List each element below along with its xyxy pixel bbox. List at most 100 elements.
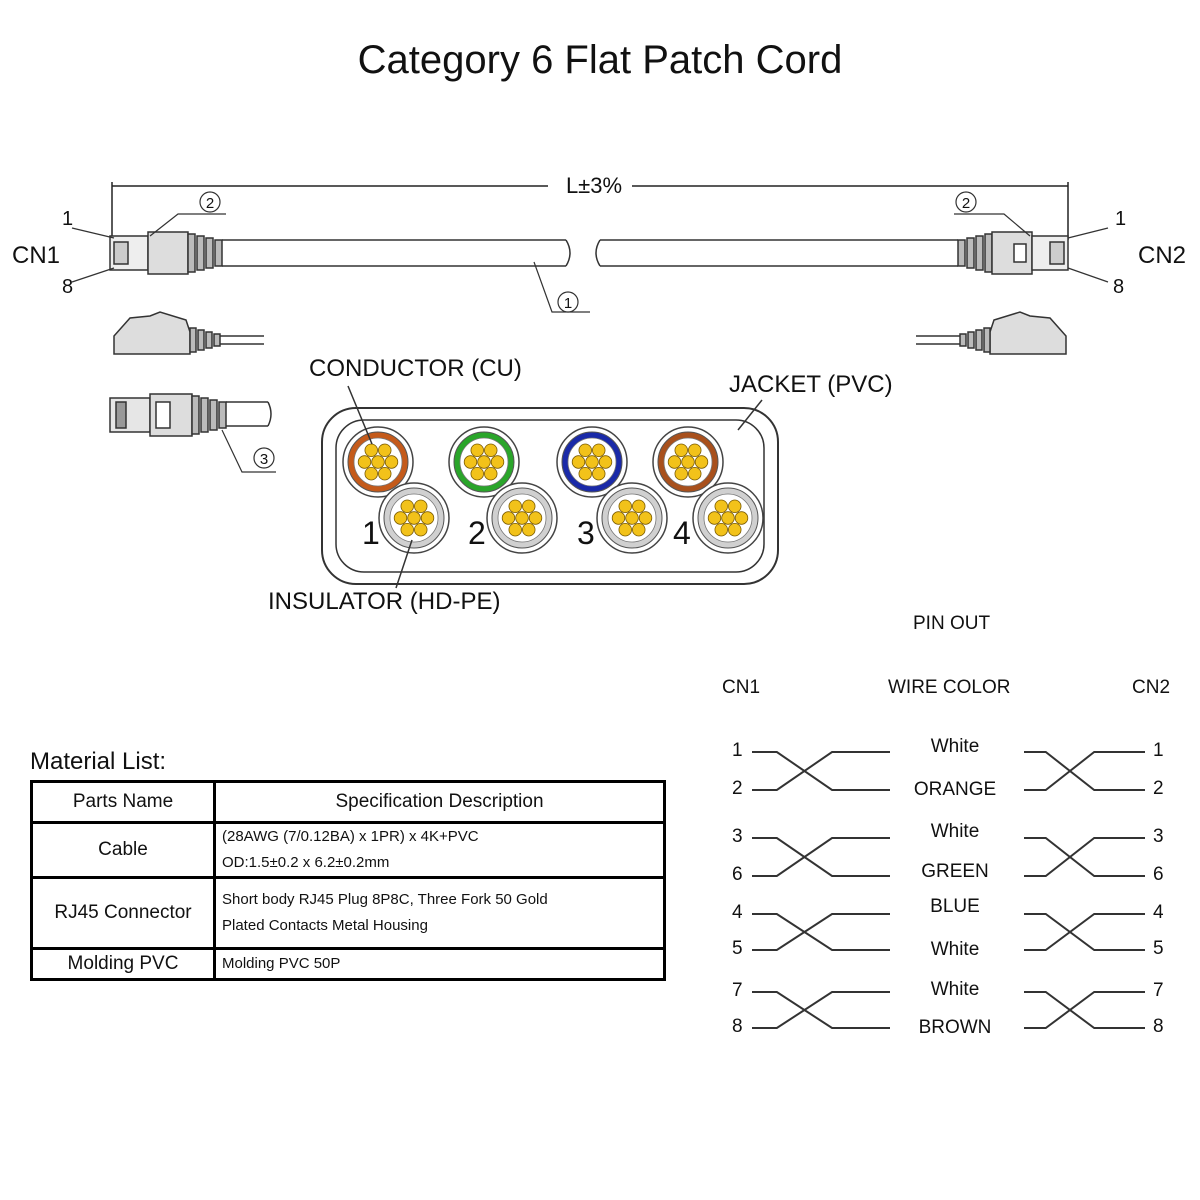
cn1-pin-label: 8 [732,1016,743,1037]
wire-color-label: White [930,939,980,960]
spec-cable: (28AWG (7/0.12BA) x 1PR) x 4K+PVC OD:1.5… [213,821,666,879]
cn2-pin-label: 7 [1153,980,1164,1001]
cn2-pin-label: 2 [1153,778,1164,799]
table-row: Cable (28AWG (7/0.12BA) x 1PR) x 4K+PVC … [30,821,666,879]
wire-color-label: BROWN [918,1017,992,1038]
callout-circles [199,191,977,469]
pinout-wire-cn1-3-1 [752,991,890,1029]
material-list-title: Material List: [30,748,167,775]
wire-color-label: BLUE [930,896,980,917]
pinout-wire-cn1-0-1 [752,751,890,791]
spec-connector: Short body RJ45 Plug 8P8C, Three Fork 50… [213,876,666,950]
wire-white-1 [378,482,450,554]
cross-section-leaders [347,385,763,589]
length-dimension [111,182,1069,240]
pinout-wire-cn2-1-0 [1024,837,1145,877]
pinout-wire-cn2-3-1 [1024,991,1145,1029]
jacket-label: JACKET (PVC) [729,371,893,398]
cn2-pin-label: 3 [1153,826,1164,847]
cn2-pin-label: 6 [1153,864,1164,885]
wire-color-label: ORANGE [913,779,997,800]
pair-number-1: 1 [362,515,380,551]
wire-white-4 [692,482,764,554]
header-specification: Specification Description [213,780,666,824]
cn1-pin-1-label: 1 [62,208,74,230]
cn2-pin-8-label: 8 [1113,276,1125,298]
spec-line: Plated Contacts Metal Housing [222,917,428,934]
cn2-pin-label: 5 [1153,938,1164,959]
cn2-pin-label: 1 [1153,740,1164,761]
cn2-label: CN2 [1138,242,1187,269]
callout-2-right: 2 [962,195,970,212]
spec-line: (28AWG (7/0.12BA) x 1PR) x 4K+PVC [222,828,479,845]
leader-lines [71,213,1109,473]
part-name-molding: Molding PVC [30,947,216,981]
cn1-pin-8-label: 8 [62,276,74,298]
wire-color-label: White [930,979,980,1000]
pinout-col-cn2: CN2 [1132,677,1171,698]
connector-top-view [109,393,272,437]
wire-cross-section [342,426,764,554]
cn2-pin-label: 8 [1153,1016,1164,1037]
part-name-connector: RJ45 Connector [30,876,216,950]
wire-blue [556,426,628,498]
wire-color-label: White [930,821,980,842]
cn1-pin-label: 4 [732,902,743,923]
callout-3: 3 [260,451,268,468]
wire-white-3 [596,482,668,554]
pinout-wire-cn2-0-0 [1024,751,1145,791]
cn2-pin-1-label: 1 [1115,208,1127,230]
material-table-header: Parts Name Specification Description [30,780,666,824]
connector-side-view-left [113,311,264,355]
pinout-wire-cn2-2-1 [1024,913,1145,951]
pair-number-3: 3 [577,515,595,551]
spec-molding: Molding PVC 50P [213,947,666,981]
callout-1: 1 [564,295,572,312]
pinout-wire-cn1-1-0 [752,837,890,877]
cn1-pin-label: 6 [732,864,743,885]
conductor-label: CONDUCTOR (CU) [309,355,522,382]
pinout-wire-cn2-1-1 [1024,837,1145,877]
cn1-pin-label: 7 [732,980,743,1001]
wire-brown [652,426,724,498]
insulator-label: INSULATOR (HD-PE) [268,588,501,615]
connector-side-view-right [916,311,1067,355]
material-table: Parts Name Specification Description Cab… [30,780,666,981]
cable-left [109,231,571,275]
pinout-wire-cn1-2-1 [752,913,890,951]
cn1-pin-label: 5 [732,938,743,959]
table-row: Molding PVC Molding PVC 50P [30,947,666,981]
spec-line: OD:1.5±0.2 x 6.2±0.2mm [222,854,390,871]
pinout-wire-cn2-3-0 [1024,991,1145,1029]
wire-color-label: GREEN [921,861,989,882]
header-parts-name: Parts Name [30,780,216,824]
cn1-pin-label: 1 [732,740,743,761]
length-label: L±3% [566,173,622,198]
pinout-col-wire-color: WIRE COLOR [888,677,1011,698]
pinout-wire-cn1-3-0 [752,991,890,1029]
callout-2-left: 2 [206,195,214,212]
pinout-wire-cn1-0-0 [752,751,890,791]
pinout-wire-cn1-1-1 [752,837,890,877]
wire-orange [342,426,414,498]
wire-green [448,426,520,498]
wire-white-2 [486,482,558,554]
pinout-wire-cn1-2-0 [752,913,890,951]
wire-color-label: White [930,736,980,757]
pinout-col-cn1: CN1 [722,677,761,698]
table-row: RJ45 Connector Short body RJ45 Plug 8P8C… [30,876,666,950]
pinout-title: PIN OUT [913,613,991,634]
part-name-cable: Cable [30,821,216,879]
cn2-pin-label: 4 [1153,902,1164,923]
cn1-pin-label: 2 [732,778,743,799]
cn1-pin-label: 3 [732,826,743,847]
pinout-wire-cn2-0-1 [1024,751,1145,791]
spec-line: Short body RJ45 Plug 8P8C, Three Fork 50… [222,891,548,908]
pair-number-2: 2 [468,515,486,551]
cable-right [595,231,1069,275]
page-title: Category 6 Flat Patch Cord [357,38,843,82]
pair-number-4: 4 [673,515,691,551]
cn1-label: CN1 [12,242,61,269]
